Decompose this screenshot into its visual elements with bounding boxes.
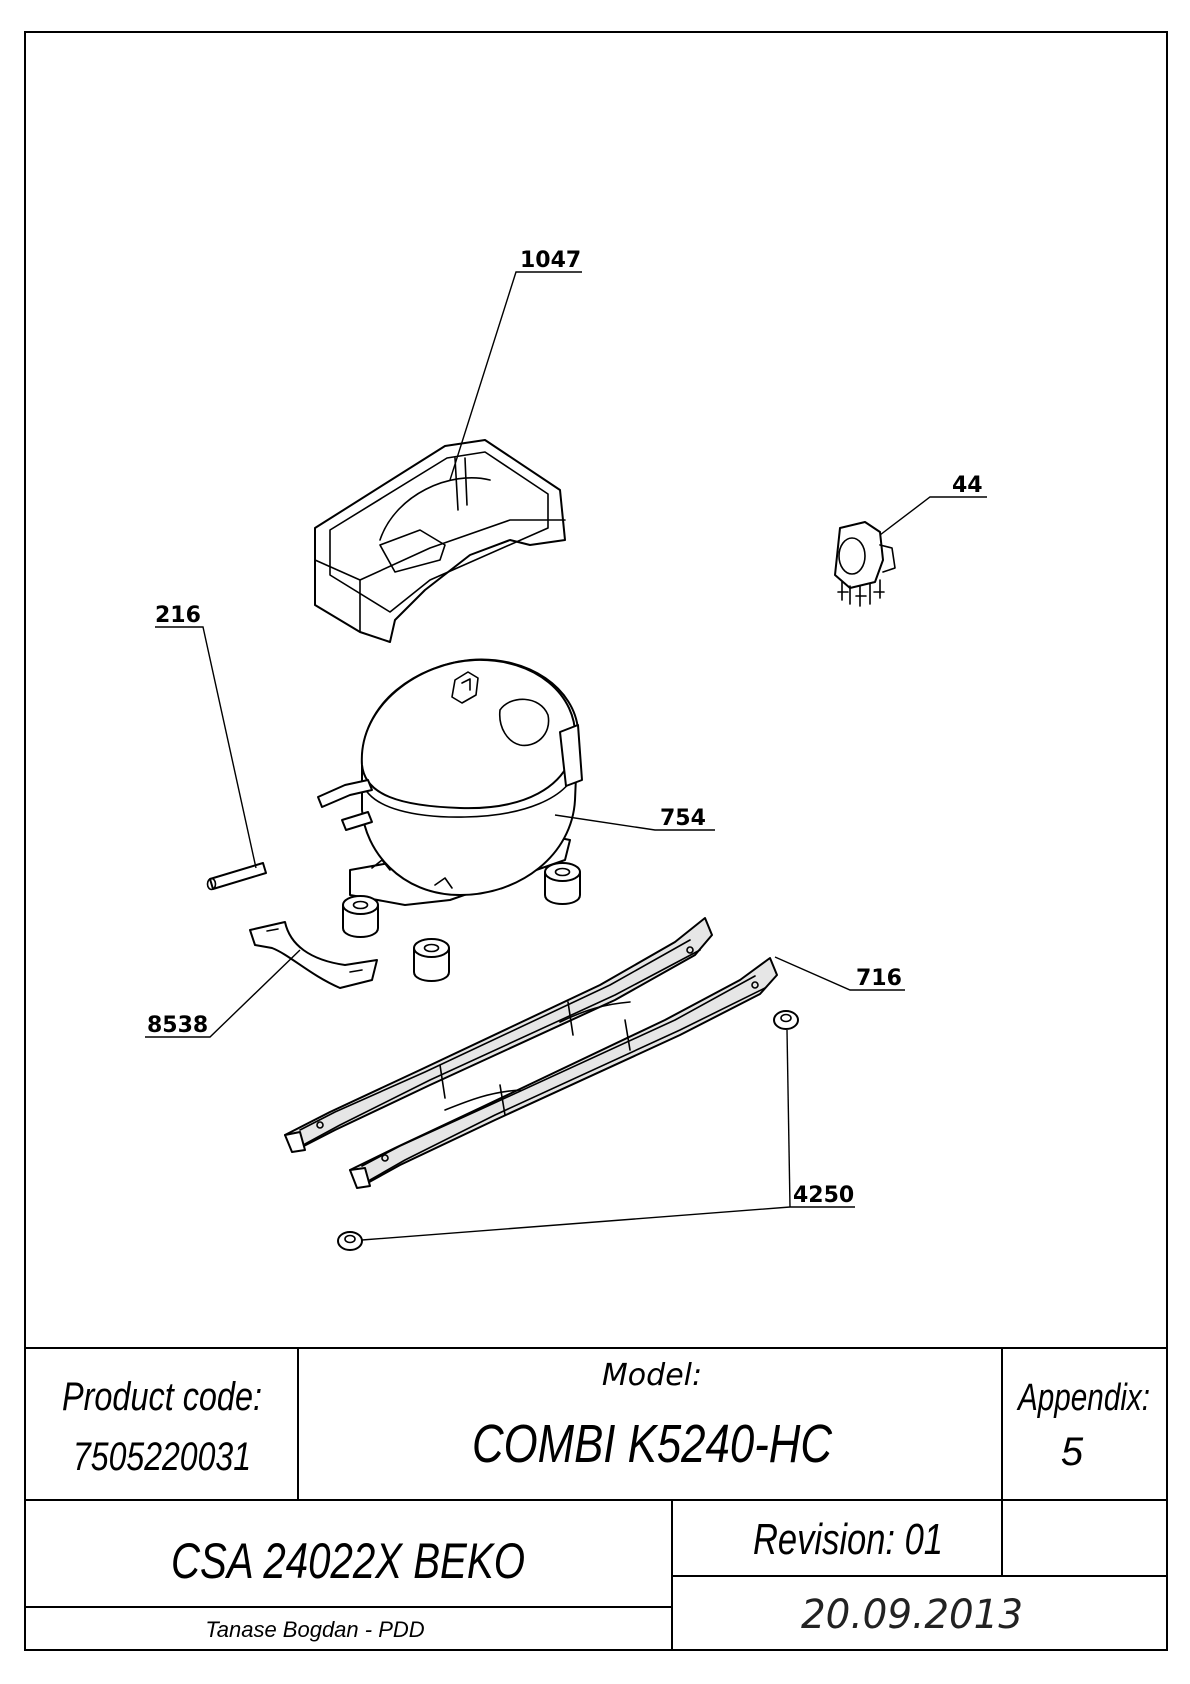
callout-754: 754 [660,806,706,831]
callout-44: 44 [952,473,983,498]
appendix-value: 5 [1061,1430,1084,1474]
part-716-rails [284,917,778,1189]
callout-leaders [145,271,987,1241]
title-block [25,1347,1167,1650]
part-name: CSA 24022X BEKO [171,1533,525,1589]
part-4250-nuts [337,1010,799,1251]
callout-216: 216 [155,603,201,628]
callout-1047: 1047 [520,248,581,273]
callout-4250: 4250 [793,1183,854,1208]
product-code-value: 7505220031 [73,1435,251,1479]
part-1047-cover [314,439,566,643]
sheet-frame [24,31,1168,1651]
model-label: Model: [602,1358,702,1393]
product-code-label: Product code: [62,1375,262,1419]
part-754-compressor [317,658,583,906]
author: Tanase Bogdan - PDD [205,1617,424,1642]
revision: Revision: 01 [753,1515,943,1564]
callout-716: 716 [856,966,902,991]
date: 20.09.2013 [801,1592,1023,1638]
part-grommets [342,862,581,982]
appendix-label: Appendix: [1016,1377,1150,1419]
model-value: COMBI K5240-HC [472,1414,833,1474]
part-216-rod [206,862,267,891]
part-8538-plate [249,921,378,989]
part-44-relay [834,521,896,607]
callout-8538: 8538 [147,1013,208,1038]
